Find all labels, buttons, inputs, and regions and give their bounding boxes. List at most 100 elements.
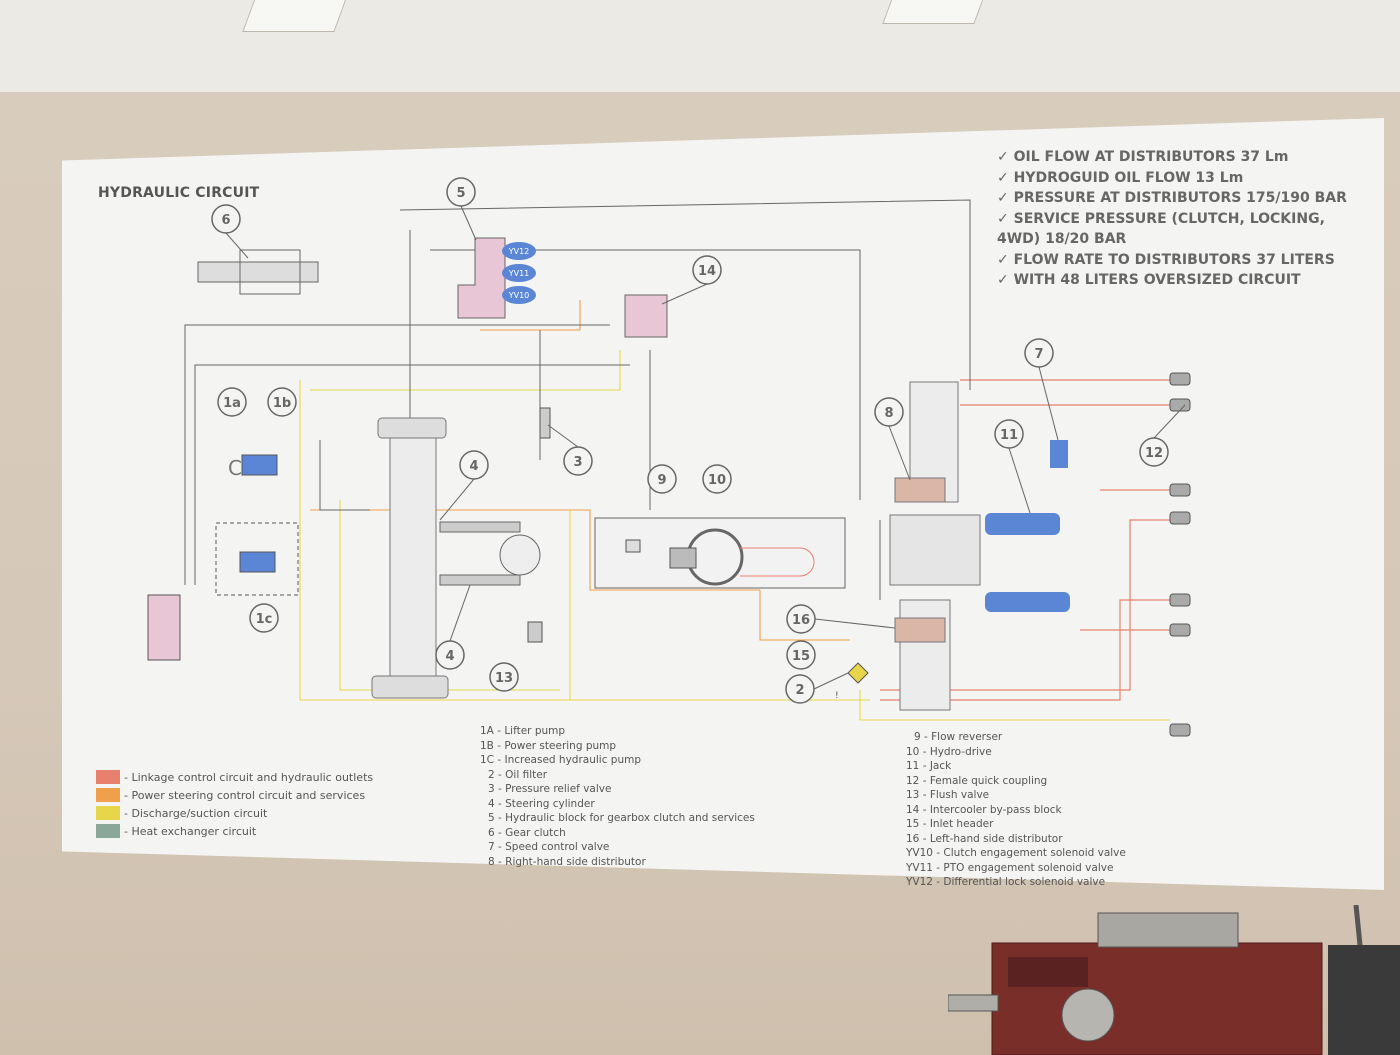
leader-line <box>449 584 471 642</box>
marker-label: 1a <box>223 396 241 411</box>
leader-line <box>1008 447 1031 514</box>
gearbox-cable-area <box>1328 945 1400 1055</box>
steering-unit <box>669 547 697 569</box>
increased-pump <box>239 551 276 573</box>
axle-hub <box>371 675 449 699</box>
key-item: YV12 - Differential lock solenoid valve <box>906 876 1106 888</box>
spec-list: ✓ OIL FLOW AT DISTRIBUTORS 37 Lm ✓ HYDRO… <box>997 147 1347 291</box>
clutch-letter: C <box>228 456 242 480</box>
key-item: 16 - Left-hand side distributor <box>906 832 1063 845</box>
leader-lines <box>225 205 1186 690</box>
solenoid-yv11 <box>502 264 536 282</box>
leader-line <box>1038 366 1059 441</box>
legend-swatch <box>96 770 120 784</box>
leader-line <box>439 478 475 521</box>
circuit-line <box>184 324 610 585</box>
filter-mark: ! <box>835 691 839 701</box>
circuit-line <box>880 519 1170 691</box>
marker-labels: 1a 1b 1c 2 3 4 4 5 6 7 8 9 10 11 12 13 1… <box>221 186 1163 698</box>
key-item: 9 - Flow reverser <box>914 731 1003 743</box>
marker-label: 7 <box>1034 347 1043 362</box>
gearbox-shaft <box>948 994 999 1012</box>
marker-label: 1c <box>256 612 273 627</box>
marker-label: 1b <box>273 396 291 411</box>
gearbox-panel <box>1008 957 1088 987</box>
steering-pivot <box>499 534 541 576</box>
legend-text: - Power steering control circuit and ser… <box>124 788 366 802</box>
marker-label: 8 <box>884 406 893 421</box>
leader-line <box>813 672 849 690</box>
legend-text: - Heat exchanger circuit <box>124 824 257 838</box>
key-item: 1A - Lifter pump <box>480 725 566 737</box>
marker-label: 2 <box>795 683 804 698</box>
marker-10 <box>702 464 732 494</box>
legend-row: - Linkage control circuit and hydraulic … <box>96 768 373 786</box>
discharge-lines <box>299 350 1170 721</box>
coupling-icon <box>1169 593 1191 607</box>
circuit-line <box>310 350 621 391</box>
steering-cylinder <box>439 574 521 586</box>
spec-line: ✓ FLOW RATE TO DISTRIBUTORS 37 LITERS <box>997 251 1335 268</box>
key-item: 7 - Speed control valve <box>488 841 610 853</box>
marker-9 <box>647 464 677 494</box>
pressure-lines <box>184 199 971 600</box>
rear-axle-lower <box>899 599 951 711</box>
marker-1c <box>249 603 279 633</box>
hydraulic-block-body <box>457 237 506 319</box>
legend: - Linkage control circuit and hydraulic … <box>96 768 373 840</box>
marker-13 <box>489 662 519 692</box>
legend-row: - Power steering control circuit and ser… <box>96 786 373 804</box>
leader-line <box>547 424 579 448</box>
steering-cylinder <box>439 521 521 533</box>
flush-valve <box>527 621 543 643</box>
hydro-drive <box>594 517 846 589</box>
circuit-line <box>399 199 971 390</box>
coupling-icon <box>1169 623 1191 637</box>
marker-1b <box>267 387 297 417</box>
leader-line <box>225 232 249 259</box>
coupling-icon <box>1169 483 1191 497</box>
solenoid-label: YV12 <box>508 247 530 256</box>
key-item: 14 - Intercooler by-pass block <box>906 803 1062 816</box>
oil-tank <box>147 594 181 661</box>
circuit-line <box>310 509 760 591</box>
pump-group: C <box>215 454 299 596</box>
solenoid-label: YV11 <box>508 269 530 278</box>
solenoid-yv12 <box>502 242 536 260</box>
circuit-line <box>430 249 861 500</box>
coupling-icon <box>1169 372 1191 386</box>
key-item: 8 - Right-hand side distributor <box>488 855 646 868</box>
gear-clutch <box>197 249 319 295</box>
axle-beam <box>389 437 437 679</box>
key-item: 3 - Pressure relief valve <box>488 783 612 795</box>
key-item: YV11 - PTO engagement solenoid valve <box>906 861 1114 874</box>
lift-jack <box>985 592 1070 612</box>
marker-label: 5 <box>456 186 465 201</box>
gear-clutch-housing <box>239 249 301 295</box>
marker-1a <box>217 387 247 417</box>
coupling-icon <box>1169 398 1191 412</box>
leader-line <box>460 205 477 241</box>
marker-label: 3 <box>573 455 582 470</box>
pressure-relief-valve <box>539 407 551 439</box>
gearbox-model <box>948 905 1400 1055</box>
marker-15 <box>786 640 816 670</box>
spec-line: ✓ PRESSURE AT DISTRIBUTORS 175/190 BAR <box>997 190 1347 206</box>
linkage-lines <box>880 379 1170 701</box>
diagram-title: HYDRAULIC CIRCUIT <box>98 185 260 201</box>
coupling-icon <box>1169 723 1191 737</box>
circuit-line <box>859 690 1170 721</box>
left-distributor <box>894 617 946 643</box>
intercooler-block <box>624 294 668 338</box>
solenoid-yv10 <box>502 286 536 304</box>
key-item: 13 - Flush valve <box>906 789 990 801</box>
legend-swatch <box>96 788 120 802</box>
power-steering-lines <box>310 300 850 641</box>
solenoid-label: YV10 <box>508 291 530 300</box>
coupling-icon <box>1169 511 1191 525</box>
legend-text: - Discharge/suction circuit <box>124 806 268 820</box>
spec-line: ✓ OIL FLOW AT DISTRIBUTORS 37 Lm <box>997 149 1289 165</box>
drive-loop <box>740 547 815 577</box>
legend-swatch <box>96 806 120 820</box>
leader-line <box>814 618 896 629</box>
